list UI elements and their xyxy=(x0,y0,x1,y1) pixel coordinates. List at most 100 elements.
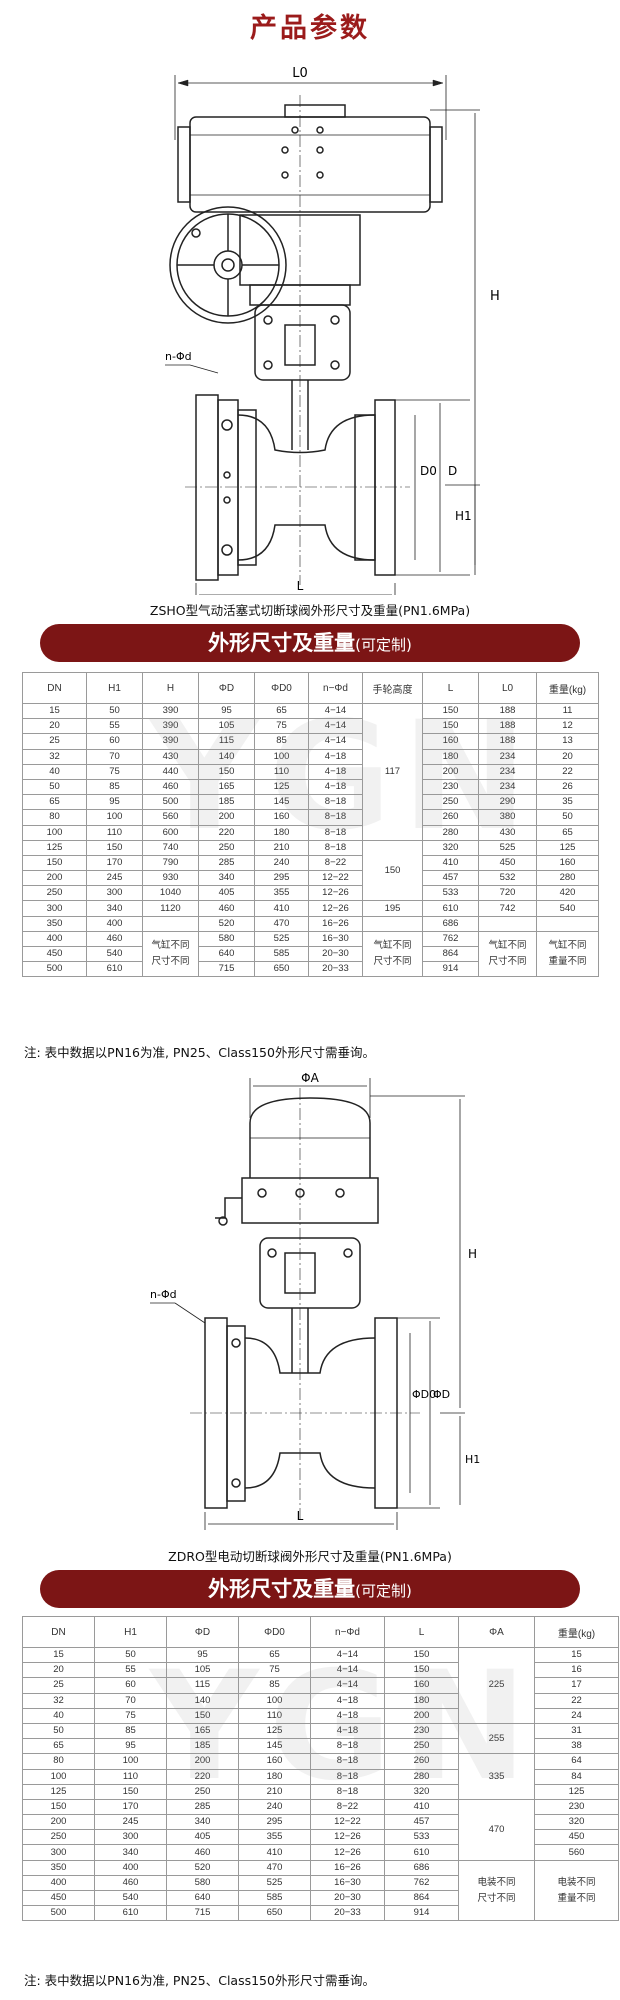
table1-cell: 532 xyxy=(478,870,537,887)
table2-cell: 8−18 xyxy=(310,1738,385,1755)
table1-cell: 20 xyxy=(536,748,599,765)
table1-cell: 125 xyxy=(22,839,87,856)
table1-cell: 410 xyxy=(422,854,479,872)
table1-header-cell: L xyxy=(422,672,479,704)
dim-d-label-2: ΦD xyxy=(433,1388,450,1401)
table2-cell: 125 xyxy=(534,1783,619,1800)
table1-cell: 125 xyxy=(254,778,309,796)
table1-cell: 405 xyxy=(198,885,255,902)
handwheel-height-cell: 117 xyxy=(362,703,423,841)
table1-cell: 280 xyxy=(422,824,479,841)
table1-cell: 75 xyxy=(86,763,143,780)
table2-cell: 4−14 xyxy=(310,1662,385,1679)
table2-cell: 460 xyxy=(166,1844,239,1861)
table2-cell: 250 xyxy=(384,1738,459,1755)
table2-cell: 84 xyxy=(534,1768,619,1785)
table1-cell: 686 xyxy=(422,915,479,932)
table1-cell: 355 xyxy=(254,885,309,902)
table1-cell: 500 xyxy=(142,794,199,811)
table2-cell: 17 xyxy=(534,1677,619,1694)
table1-cell: 290 xyxy=(478,794,537,811)
table2-cell: 500 xyxy=(22,1905,95,1922)
l0-varies-cell-line-2: 尺寸不同 xyxy=(488,956,527,968)
table1-cell: 150 xyxy=(422,702,479,720)
table1-cell: 380 xyxy=(478,809,537,826)
table1-cell: 790 xyxy=(142,854,199,872)
table1-cell: 85 xyxy=(86,778,143,796)
table2-cell: 250 xyxy=(166,1783,239,1800)
banner2-main: 外形尺寸及重量 xyxy=(208,1577,356,1601)
table1-empty-cell xyxy=(362,915,423,932)
table2-cell: 145 xyxy=(238,1738,311,1755)
dim-d0-label: D0 xyxy=(420,464,437,478)
table1-cell: 85 xyxy=(254,733,309,750)
table1-cell: 8−18 xyxy=(308,794,363,811)
table1-cell: 75 xyxy=(254,718,309,735)
table2-cell: 8−18 xyxy=(310,1768,385,1785)
table2-cell: 110 xyxy=(238,1707,311,1724)
table1-header-cell: L0 xyxy=(478,672,537,704)
banner1-main: 外形尺寸及重量 xyxy=(208,631,356,655)
table2-cell: 25 xyxy=(22,1677,95,1694)
page-title: 产品参数 xyxy=(250,13,370,44)
table1-cell: 95 xyxy=(198,702,255,720)
phi-a-cell: 335 xyxy=(458,1753,535,1800)
table1-cell: 440 xyxy=(142,763,199,780)
table1-header-cell: 手轮高度 xyxy=(362,672,423,704)
table2-cell: 533 xyxy=(384,1829,459,1846)
table2-cell: 762 xyxy=(384,1874,459,1892)
table1-cell: 100 xyxy=(22,824,87,841)
table1-cell: 500 xyxy=(22,961,87,978)
table1-cell: 35 xyxy=(536,794,599,811)
drawing2-caption: ZDRO型电动切断球阀外形尺寸及重量(PN1.6MPa) xyxy=(168,1549,452,1564)
table2-header-cell: ΦA xyxy=(458,1616,535,1648)
table2-cell: 170 xyxy=(94,1798,167,1816)
table2-cell: 64 xyxy=(534,1753,619,1770)
table1-cell: 188 xyxy=(478,702,537,720)
table1-cell: 460 xyxy=(142,778,199,796)
table2-cell: 320 xyxy=(384,1783,459,1800)
table2-header-cell: ΦD0 xyxy=(238,1616,311,1648)
table1-cell: 525 xyxy=(254,930,309,948)
table2-cell: 16−26 xyxy=(310,1859,385,1876)
table2-cell: 105 xyxy=(166,1662,239,1679)
table1-cell: 390 xyxy=(142,718,199,735)
table1-empty-cell xyxy=(478,915,537,932)
table1-cell: 170 xyxy=(86,854,143,872)
table2-header-cell: n−Φd xyxy=(310,1616,385,1648)
table2-cell: 4−18 xyxy=(310,1692,385,1709)
table1-cell: 70 xyxy=(86,748,143,765)
table1-cell: 300 xyxy=(22,900,87,917)
table2-cell: 95 xyxy=(94,1738,167,1755)
table1-cell: 105 xyxy=(198,718,255,735)
table2-cell: 355 xyxy=(238,1829,311,1846)
table1-cell: 25 xyxy=(22,733,87,750)
table1-cell: 300 xyxy=(86,885,143,902)
table1-cell: 600 xyxy=(142,824,199,841)
table1-cell: 200 xyxy=(198,809,255,826)
table1-cell: 200 xyxy=(22,870,87,887)
table1-cell: 26 xyxy=(536,778,599,796)
table2-header-cell: DN xyxy=(22,1616,95,1648)
l0-varies-cell-line-1: 气缸不同 xyxy=(488,940,527,952)
table2-cell: 185 xyxy=(166,1738,239,1755)
table1-cell: 470 xyxy=(254,915,309,932)
table2-cell: 250 xyxy=(22,1829,95,1846)
weight-varies-cell-2: 电装不同重量不同 xyxy=(534,1859,619,1922)
table1-cell: 320 xyxy=(422,839,479,856)
table1-cell: 457 xyxy=(422,870,479,887)
table2-cell: 150 xyxy=(384,1662,459,1679)
table2-cell: 110 xyxy=(94,1768,167,1785)
table2-cell: 260 xyxy=(384,1753,459,1770)
table2-cell: 585 xyxy=(238,1889,311,1907)
table1-cell: 4−18 xyxy=(308,778,363,796)
